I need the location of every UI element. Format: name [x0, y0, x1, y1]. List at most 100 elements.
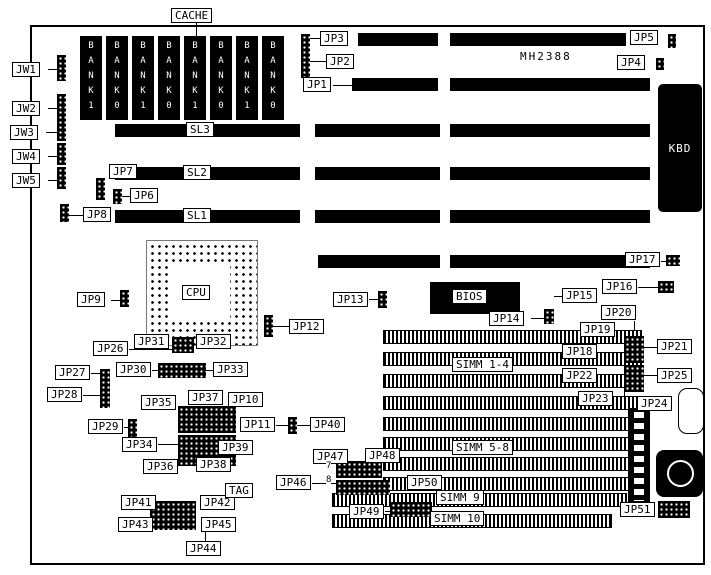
connector-line	[310, 61, 326, 62]
simm-label-group14: SIMM 1-4	[452, 357, 513, 372]
jw1-header	[57, 55, 66, 81]
jumper-label-jp25: JP25	[657, 368, 692, 383]
pin-label-8: 8	[326, 475, 332, 485]
connector-line	[48, 180, 57, 181]
connector-line	[48, 108, 57, 109]
simm-label-group58: SIMM 5-8	[452, 440, 513, 455]
connector-line	[531, 318, 544, 319]
jumper-label-jp29: JP29	[88, 419, 123, 434]
jumper-label-jp4: JP4	[617, 55, 645, 70]
simm-slot	[383, 374, 642, 388]
connector-line	[385, 511, 390, 512]
jp31-jp32-header	[172, 337, 194, 353]
jumper-label-jp48: JP48	[365, 448, 400, 463]
cache-bank-chip: B A N K 0	[158, 36, 180, 120]
connector-line	[124, 427, 128, 428]
jw3-header	[57, 119, 66, 141]
jumper-label-jp13: JP13	[333, 292, 368, 307]
simm-slot	[383, 417, 642, 431]
cache-bank-chip: B A N K 1	[236, 36, 258, 120]
cpu-label: CPU	[182, 285, 210, 300]
connector-line	[644, 375, 657, 376]
connector-line	[310, 38, 320, 39]
jw2-header	[57, 94, 66, 120]
jumper-label-jw1: JW1	[12, 62, 40, 77]
jp5-header	[668, 34, 676, 48]
jumper-label-jp31: JP31	[134, 334, 169, 349]
jumper-label-jp17: JP17	[625, 252, 660, 267]
expansion-slot-bar	[450, 33, 626, 46]
jp16-header	[658, 281, 674, 293]
connector-line	[333, 85, 352, 86]
jp46-jp50-header	[336, 480, 390, 495]
jumper-label-jp24: JP24	[637, 396, 672, 411]
cache-bank-chip: B A N K 1	[184, 36, 206, 120]
jumper-label-jp37: JP37	[188, 390, 223, 405]
connector-line	[152, 370, 158, 371]
cache-bank-chip: B A N K 1	[80, 36, 102, 120]
jp13-header	[378, 291, 387, 308]
jumper-label-jw4: JW4	[12, 149, 40, 164]
jumper-label-jp8: JP8	[83, 207, 111, 222]
jumper-label-jw3: JW3	[10, 125, 38, 140]
jumper-label-jp51: JP51	[620, 502, 655, 517]
jumper-label-jp34: JP34	[122, 437, 157, 452]
jp47-jp48-header	[336, 461, 382, 478]
kbd-label: KBD	[668, 141, 692, 155]
jp7-header	[96, 178, 105, 200]
jumper-label-jp23: JP23	[578, 391, 613, 406]
connector-line	[273, 326, 289, 327]
slot-label-sl1: SL1	[183, 208, 211, 223]
connector-line	[129, 349, 172, 350]
jumper-label-jp22: JP22	[562, 368, 597, 383]
jumper-label-jp32: JP32	[196, 334, 231, 349]
jumper-label-jp38: JP38	[196, 457, 231, 472]
jp51-header	[658, 501, 690, 518]
jumper-label-jp16: JP16	[602, 279, 637, 294]
expansion-slot-bar	[450, 124, 650, 137]
connector-line	[297, 425, 310, 426]
jp49-header	[390, 502, 432, 517]
expansion-slot-bar	[358, 33, 438, 46]
jumper-label-jp39: JP39	[218, 440, 253, 455]
jumper-label-jp9: JP9	[77, 292, 105, 307]
jumper-label-jp6: JP6	[130, 188, 158, 203]
connector-line	[554, 296, 562, 297]
expansion-slot-bar	[450, 167, 650, 180]
jumper-label-jp18: JP18	[562, 344, 597, 359]
slot-label-sl3: SL3	[186, 122, 214, 137]
simm-slot	[383, 457, 642, 471]
jumper-label-jw2: JW2	[12, 101, 40, 116]
jumper-label-jp10: JP10	[228, 392, 263, 407]
jp35-jp37-jp10-header	[178, 406, 236, 433]
jp27-jp28-header	[100, 369, 110, 408]
cache-bank-chip: B A N K 0	[262, 36, 284, 120]
expansion-slot-bar	[450, 255, 650, 268]
connector-line	[48, 156, 57, 157]
jumper-label-jp40: JP40	[310, 417, 345, 432]
jumper-label-jp43: JP43	[118, 517, 153, 532]
jumper-label-jp12: JP12	[289, 319, 324, 334]
jp9-header	[120, 290, 129, 307]
power-connector	[628, 408, 650, 505]
jp18-jp21-header	[624, 336, 644, 363]
jumper-label-jw5: JW5	[12, 173, 40, 188]
jumper-label-jp15: JP15	[562, 288, 597, 303]
jp12-header	[264, 315, 273, 337]
expansion-slot-bar	[315, 167, 440, 180]
jumper-label-jp41: JP41	[121, 495, 156, 510]
connector-line	[83, 395, 100, 396]
connector-line	[312, 483, 336, 484]
jp6-header	[113, 189, 122, 204]
expansion-slot-bar	[318, 255, 440, 268]
jumper-label-jp7: JP7	[109, 164, 137, 179]
connector-line	[276, 425, 288, 426]
jumper-label-jp35: JP35	[141, 395, 176, 410]
cache-bank-chip: B A N K 0	[106, 36, 128, 120]
jp41-jp45-header	[150, 501, 196, 530]
connector-line	[111, 300, 120, 301]
expansion-slot-bar	[315, 124, 440, 137]
board-outline	[30, 25, 705, 565]
connector-line	[206, 370, 213, 371]
